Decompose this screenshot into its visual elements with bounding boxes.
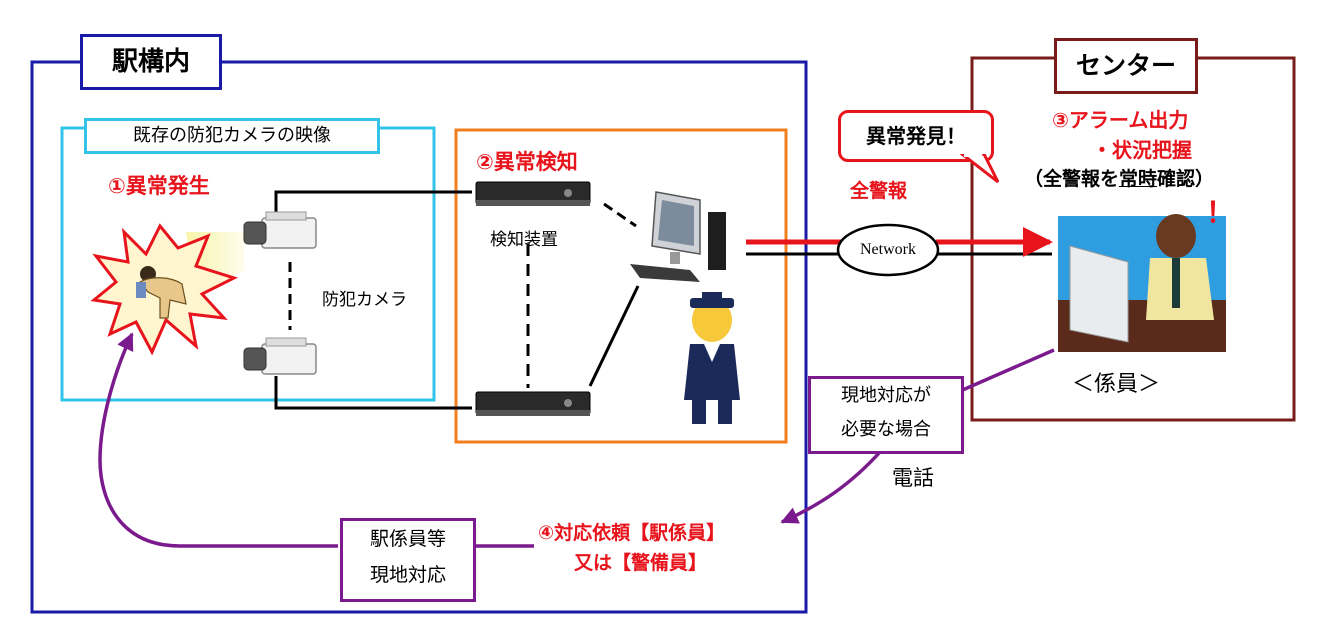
- onsite-line1: 駅係員等: [369, 528, 446, 550]
- phone-request-arrow: [780, 450, 882, 524]
- phone-label: 電話: [892, 466, 934, 490]
- step2-label: ②異常検知: [476, 150, 578, 174]
- step3-line3-pre: （全警報を: [1024, 168, 1120, 190]
- step1-label: ①異常発生: [108, 174, 210, 198]
- step3-line3: （全警報を常時確認）: [1024, 168, 1214, 191]
- camera1-cable: [274, 190, 472, 220]
- alert-exclamation-icon: ！: [1206, 196, 1235, 229]
- onsite-to-incident-arrow: [98, 332, 338, 548]
- detection-device-1: [475, 181, 591, 206]
- alarm-label: 全警報: [850, 180, 908, 202]
- center-staff-illustration: [1058, 214, 1226, 352]
- step4-line1: ④対応依頼【駅係員】: [538, 522, 726, 544]
- onsite-condition-box: 現地対応が 必要な場合: [808, 376, 964, 454]
- step3-line3-underlined: 常時: [1119, 168, 1158, 190]
- camera-group-title: 既存の防犯カメラの映像: [84, 118, 380, 154]
- camera-label: 防犯カメラ: [322, 290, 407, 310]
- step4-line2: 又は【警備員】: [574, 552, 708, 574]
- detection-frame: [454, 128, 788, 444]
- device-label: 検知装置: [490, 230, 558, 250]
- detection-device-2: [475, 391, 591, 416]
- center-title: センター: [1054, 38, 1198, 94]
- camera-1-illustration: [243, 211, 317, 249]
- bubble-tail: [960, 154, 1000, 184]
- step3-line3-post: 確認）: [1157, 168, 1215, 190]
- device2-pc-link: [588, 285, 640, 387]
- camera-2-illustration: [243, 337, 317, 375]
- network-label: Network: [860, 241, 916, 258]
- condition-line1: 現地対応が: [841, 385, 931, 406]
- camera2-cable: [274, 376, 472, 410]
- staff-to-condition-arrow: [957, 348, 1055, 394]
- staff-label: ＜係員＞: [1072, 372, 1161, 397]
- network-ellipse: [836, 223, 940, 277]
- station-frame: [30, 60, 808, 614]
- condition-line2: 必要な場合: [841, 419, 931, 440]
- station-title: 駅構内: [80, 34, 222, 90]
- incident-illustration: [90, 223, 244, 356]
- station-staff-illustration: [684, 292, 740, 424]
- device1-pc-link: [603, 202, 637, 228]
- onsite-line2: 現地対応: [369, 564, 446, 586]
- step3-line1: ③アラーム出力: [1052, 108, 1189, 132]
- onsite-response-box: 駅係員等 現地対応: [340, 518, 476, 602]
- step3-line2: ・状況把握: [1092, 138, 1192, 162]
- pc-illustration: [630, 191, 726, 282]
